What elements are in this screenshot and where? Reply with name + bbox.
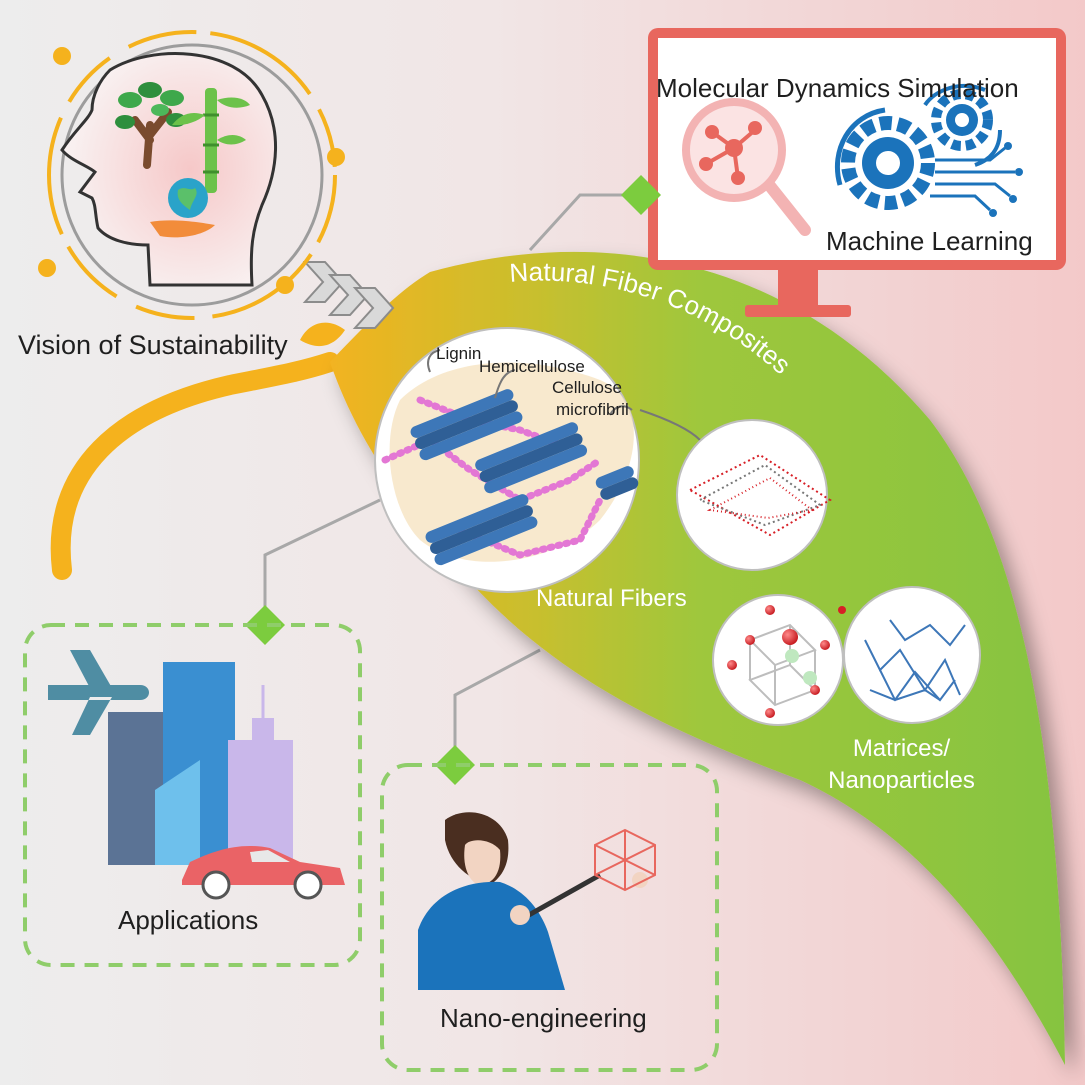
- connector-diamond: [245, 605, 285, 645]
- connector-diamond: [621, 175, 661, 215]
- cellulose-crystal-model: [676, 419, 832, 571]
- monitor-group: [648, 28, 1066, 317]
- nano-engineering-label: Nano-engineering: [440, 1003, 647, 1033]
- microfibril-label: microfibril: [556, 400, 629, 419]
- lignin-label: Lignin: [436, 344, 482, 363]
- head-icon: [60, 52, 278, 287]
- cellulose-microfibril: [410, 389, 639, 566]
- hand-icon: [150, 220, 215, 238]
- sustainability-vision-group: [38, 30, 345, 320]
- machine-learning-label: Machine Learning: [826, 226, 1033, 256]
- building-icon: [108, 662, 293, 865]
- applications-label: Applications: [118, 905, 259, 935]
- cellulose-label: Cellulose: [552, 378, 622, 397]
- natural-fibers-label: Natural Fibers: [536, 585, 687, 612]
- magnifier-molecule-icon: [682, 98, 811, 236]
- vision-label: Vision of Sustainability: [18, 330, 288, 360]
- gears-icon: [834, 84, 1023, 217]
- nano-engineering-panel: [380, 763, 719, 1072]
- nanoparticle-lattice-model: [712, 594, 846, 726]
- leaf-curl: [300, 322, 345, 347]
- connector-lines: [263, 193, 640, 765]
- applications-panel: [23, 623, 362, 967]
- leaf-stem: [50, 352, 340, 580]
- bamboo-icon: [172, 88, 250, 193]
- polymer-network-model: [843, 586, 981, 724]
- matrices-label: Matrices/ Nanoparticles: [828, 735, 975, 794]
- nano-lattice-icon: [594, 828, 656, 892]
- orbit-dot: [276, 276, 294, 294]
- orbit-dot: [53, 47, 71, 65]
- hemicellulose-label: Hemicellulose: [479, 357, 585, 376]
- car-icon: [182, 845, 345, 900]
- orbit-dot: [327, 148, 345, 166]
- engineer-icon: [418, 812, 648, 990]
- natural-fibers-illustration: [374, 327, 701, 593]
- arrow-chevrons-icon: [302, 261, 395, 329]
- airplane-icon: [48, 650, 149, 735]
- md-simulation-label: Molecular Dynamics Simulation: [656, 73, 1019, 103]
- orbit-dot: [38, 259, 56, 277]
- connector-diamond: [435, 745, 475, 785]
